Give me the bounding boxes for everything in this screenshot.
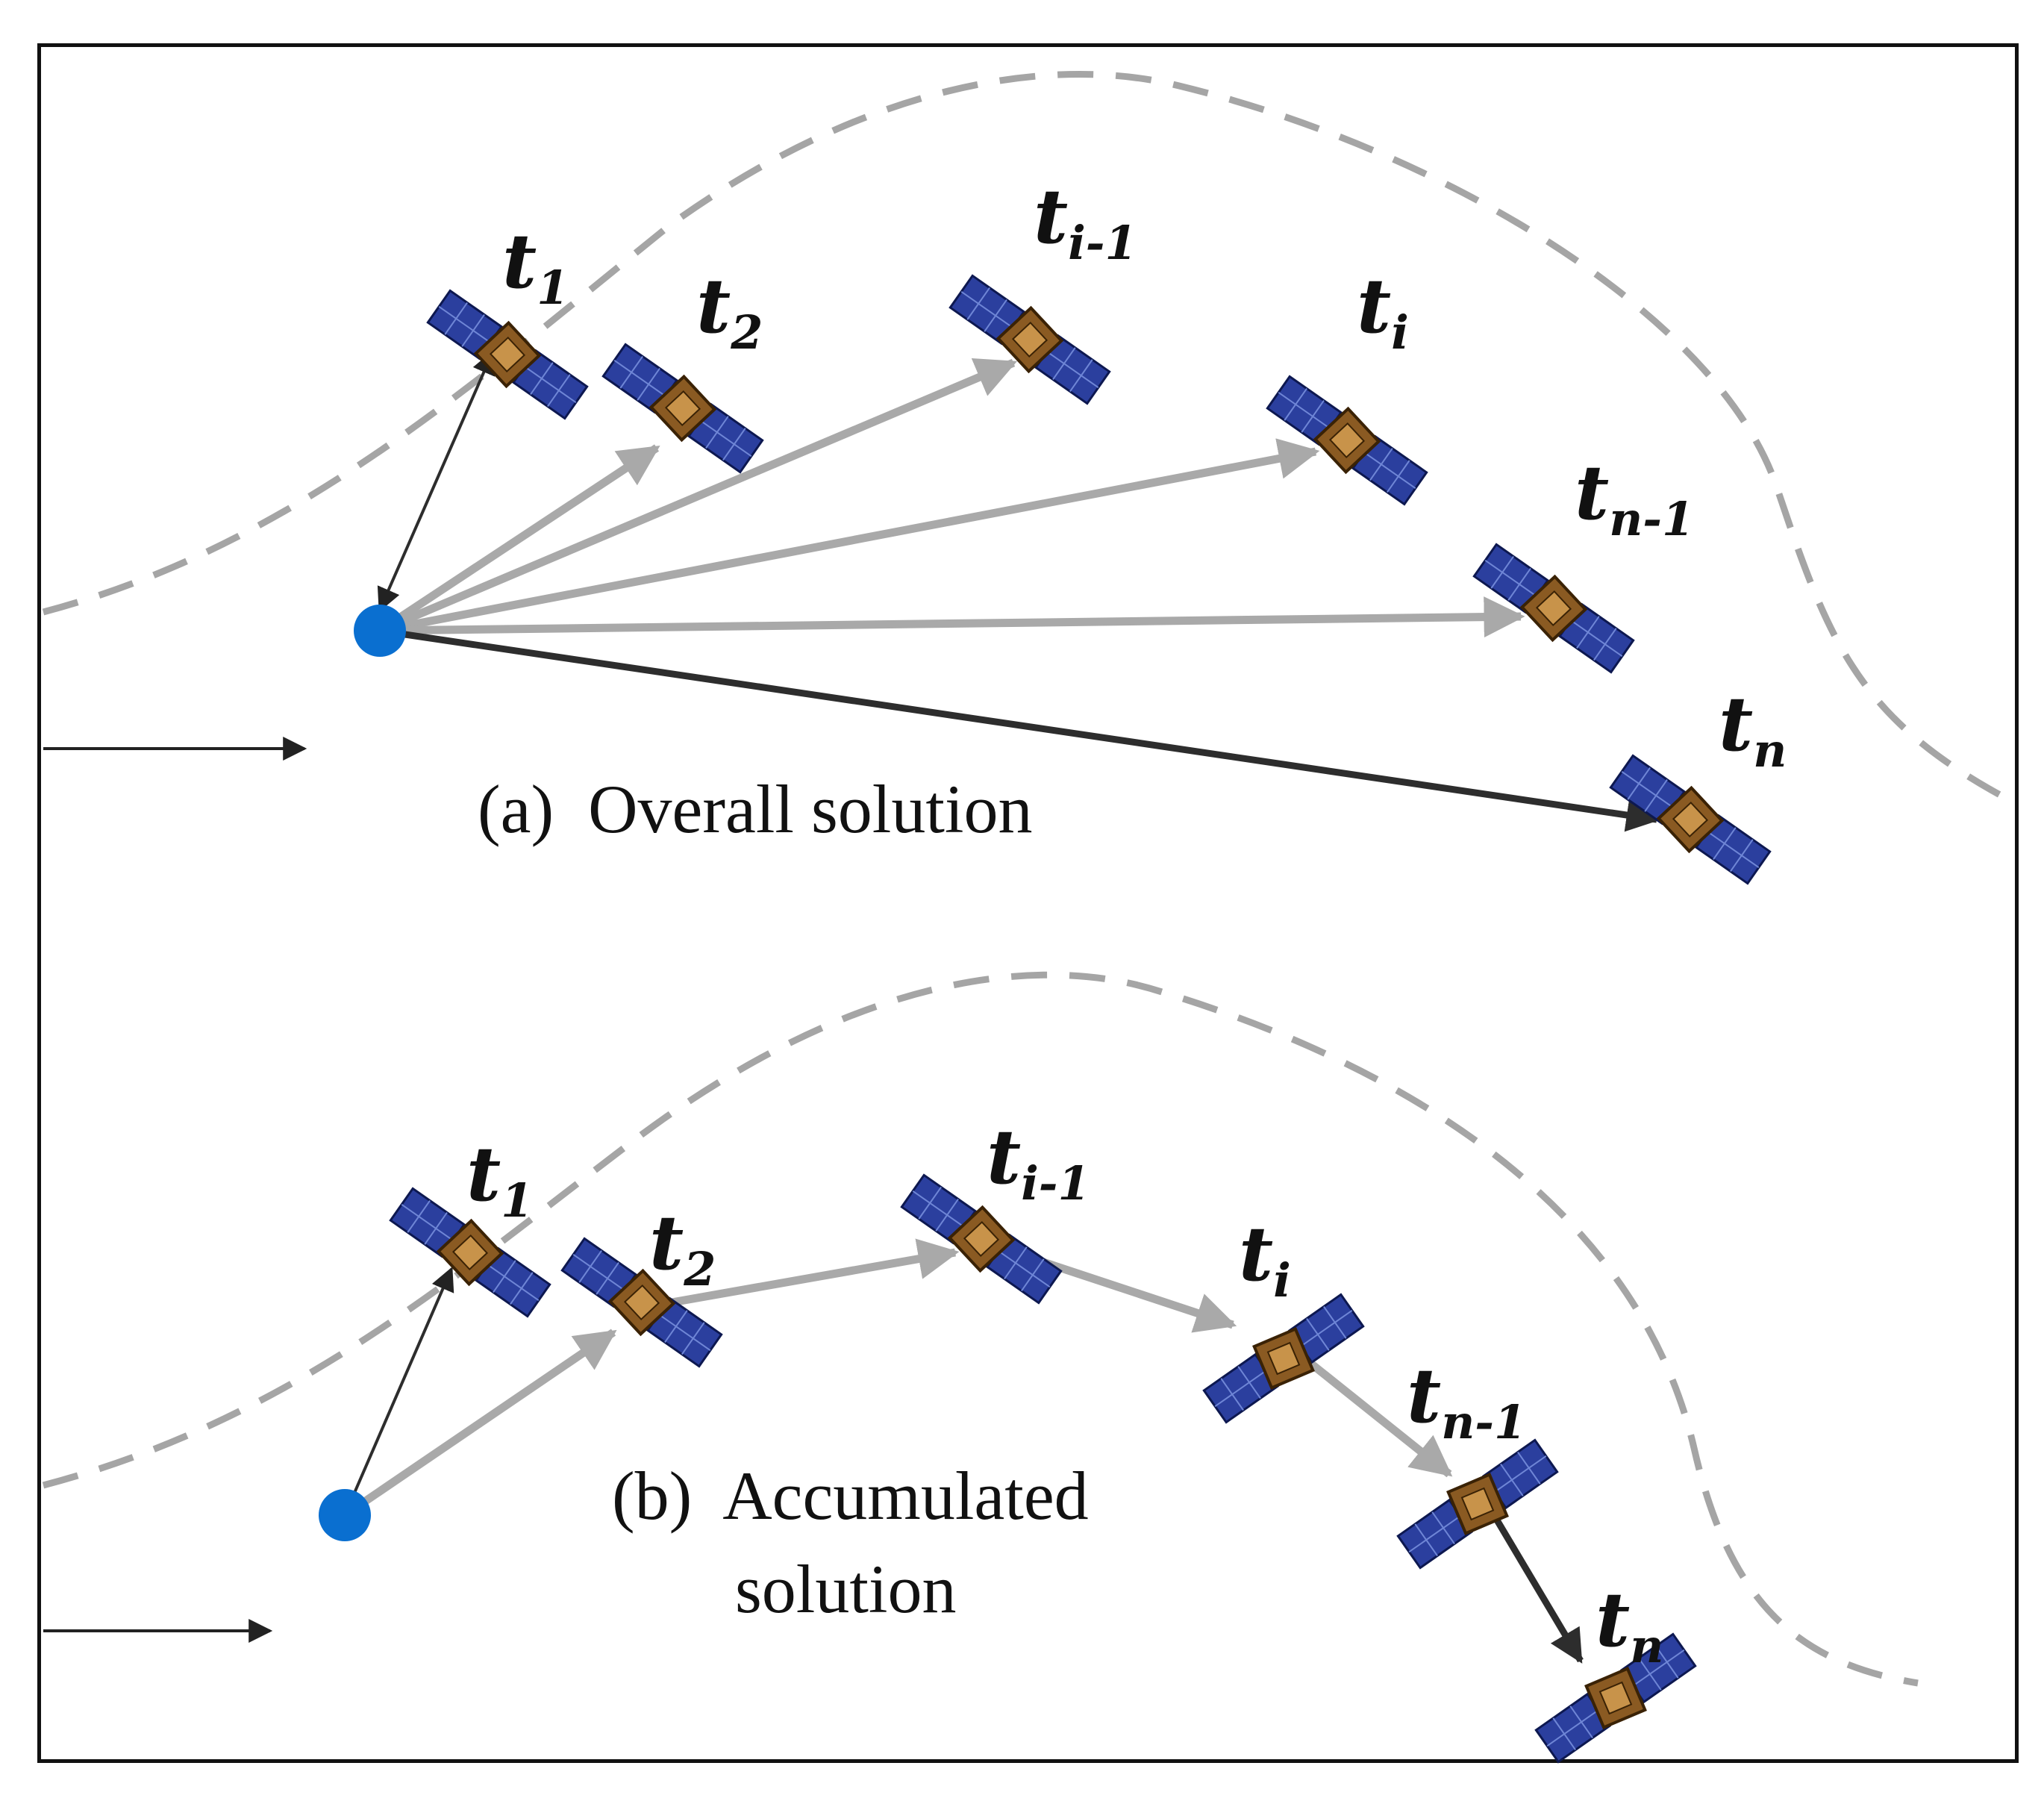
link-a-1: [377, 350, 496, 612]
time-label-b-t2: t2: [649, 1199, 716, 1296]
time-label-a-tn: tn: [1719, 680, 1787, 778]
time-label-b-t1: t1: [466, 1130, 533, 1228]
ground-station-icon: [354, 605, 406, 657]
vector-b-i-1: [671, 1238, 960, 1307]
satellite-icon: [1468, 537, 1640, 680]
time-label-b-ti: ti: [1239, 1210, 1291, 1308]
time-label-b-tn: tn: [1595, 1576, 1663, 1673]
time-label-a-t2: t2: [696, 262, 763, 360]
panel-a: t1 t2 ti-1 ti tn-1 tn (a) Overall soluti…: [42, 71, 2002, 891]
vector-b-2: [342, 1329, 617, 1519]
time-label-a-tn-1: tn-1: [1575, 449, 1694, 546]
vector-a-n: [379, 627, 1660, 832]
caption-b-line1: (b) Accumulated: [612, 1458, 1089, 1534]
ground-station-icon: [319, 1489, 371, 1541]
orbit-b: [42, 971, 1919, 1687]
orbit-a: [42, 71, 2002, 798]
figure-frame: [37, 43, 2019, 1763]
time-label-a-t1: t1: [502, 217, 569, 315]
time-label-a-ti-1: ti-1: [1034, 172, 1137, 270]
time-label-b-tn-1: tn-1: [1407, 1352, 1526, 1449]
time-label-a-ti: ti: [1357, 262, 1409, 360]
link-b-1: [342, 1267, 454, 1517]
caption-b-line2: solution: [735, 1551, 956, 1627]
panel-b: t1 t2 ti-1 ti tn-1 tn (b) Accumulated so…: [42, 971, 1919, 1803]
vector-a-2: [377, 444, 660, 634]
vector-b-i: [1040, 1257, 1237, 1333]
vector-a-n-1: [379, 596, 1525, 638]
satellite-icon: [1261, 369, 1433, 512]
satellite-icon: [944, 268, 1116, 411]
satellite-icon: [1604, 748, 1776, 891]
caption-a: (a) Overall solution: [478, 771, 1032, 847]
time-label-b-ti-1: ti-1: [987, 1113, 1090, 1211]
vector-b-n: [1493, 1517, 1584, 1664]
vector-a-i: [378, 438, 1320, 635]
vector-a-i-1: [378, 358, 1018, 635]
vector-b-n-1: [1301, 1355, 1453, 1478]
